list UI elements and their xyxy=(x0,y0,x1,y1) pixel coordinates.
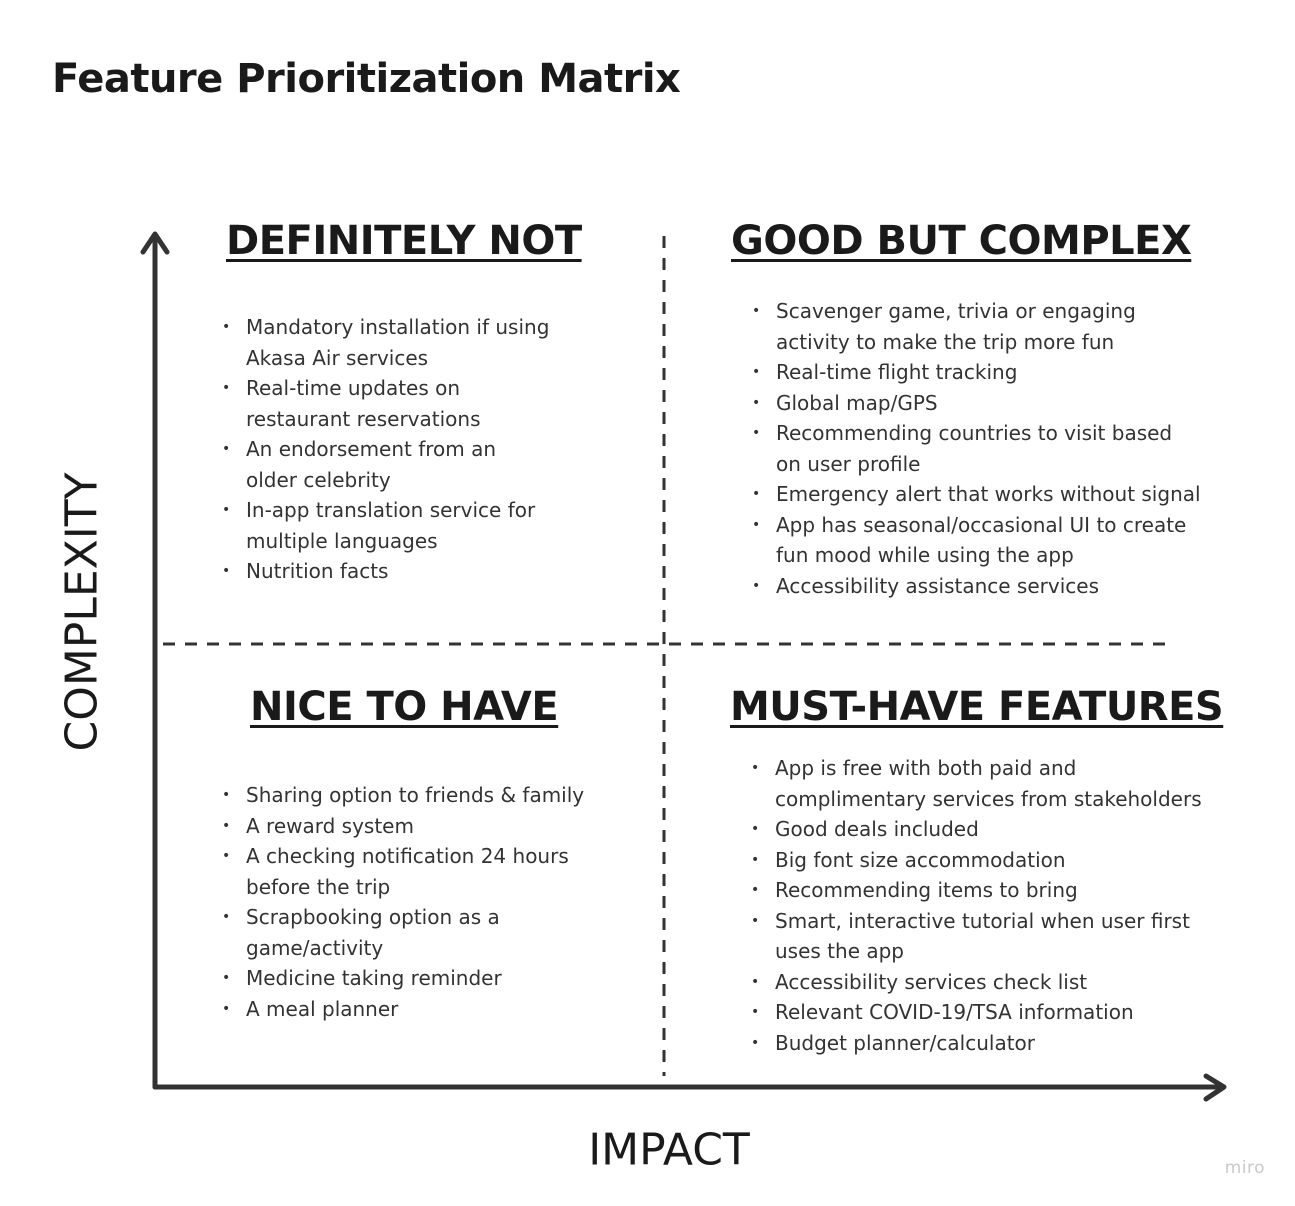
x-axis-label: IMPACT xyxy=(588,1124,750,1176)
quadrant-list-definitely-not: Mandatory installation if using Akasa Ai… xyxy=(222,312,562,587)
list-item: Mandatory installation if using Akasa Ai… xyxy=(222,312,562,373)
list-item: An endorsement from an older celebrity xyxy=(222,434,536,495)
quadrant-list-good-but-complex: Scavenger game, trivia or engaging activ… xyxy=(752,296,1202,601)
list-item: Smart, interactive tutorial when user fi… xyxy=(751,906,1210,967)
list-item: Budget planner/calculator xyxy=(751,1028,1211,1059)
list-item: App has seasonal/occasional UI to create… xyxy=(752,510,1206,571)
quadrant-heading-nice-to-have: NICE TO HAVE xyxy=(250,684,559,730)
list-item: Sharing option to friends & family xyxy=(222,780,622,811)
list-item: Medicine taking reminder xyxy=(222,963,622,994)
x-axis-arrowhead xyxy=(1203,1073,1227,1102)
list-item: In-app translation service for multiple … xyxy=(222,495,562,556)
list-item: A reward system xyxy=(222,811,622,842)
list-item: Accessibility services check list xyxy=(751,967,1211,998)
list-item: Accessibility assistance services xyxy=(752,571,1202,602)
list-item: Big font size accommodation xyxy=(751,845,1211,876)
page-title: Feature Prioritization Matrix xyxy=(52,56,681,102)
list-item: Nutrition facts xyxy=(222,556,562,587)
quadrant-heading-must-have-features: MUST-HAVE FEATURES xyxy=(730,684,1224,730)
list-item: App is free with both paid and complimen… xyxy=(751,753,1205,814)
list-item: Global map/GPS xyxy=(752,388,1202,419)
quadrant-list-nice-to-have: Sharing option to friends & family A rew… xyxy=(222,780,622,1024)
miro-watermark: miro xyxy=(1224,1158,1265,1178)
list-item: Real-time flight tracking xyxy=(752,357,1202,388)
quadrant-heading-definitely-not: DEFINITELY NOT xyxy=(226,218,582,264)
list-item: Emergency alert that works without signa… xyxy=(752,479,1202,510)
list-item: Good deals included xyxy=(751,814,1211,845)
list-item: Recommending items to bring xyxy=(751,875,1211,906)
list-item: Real-time updates on restaurant reservat… xyxy=(222,373,562,434)
quadrant-list-must-have-features: App is free with both paid and complimen… xyxy=(751,753,1211,1058)
list-item: Scavenger game, trivia or engaging activ… xyxy=(752,296,1202,357)
list-item: A checking notification 24 hours before … xyxy=(222,841,591,902)
list-item: A meal planner xyxy=(222,994,622,1025)
list-item: Scrapbooking option as a game/activity xyxy=(222,902,536,963)
quadrant-heading-good-but-complex: GOOD BUT COMPLEX xyxy=(731,218,1192,264)
y-axis-label: COMPLEXITY xyxy=(56,472,108,752)
y-axis-arrowhead xyxy=(140,231,170,255)
list-item: Recommending countries to visit based on… xyxy=(752,418,1202,479)
list-item: Relevant COVID-19/TSA information xyxy=(751,997,1211,1028)
